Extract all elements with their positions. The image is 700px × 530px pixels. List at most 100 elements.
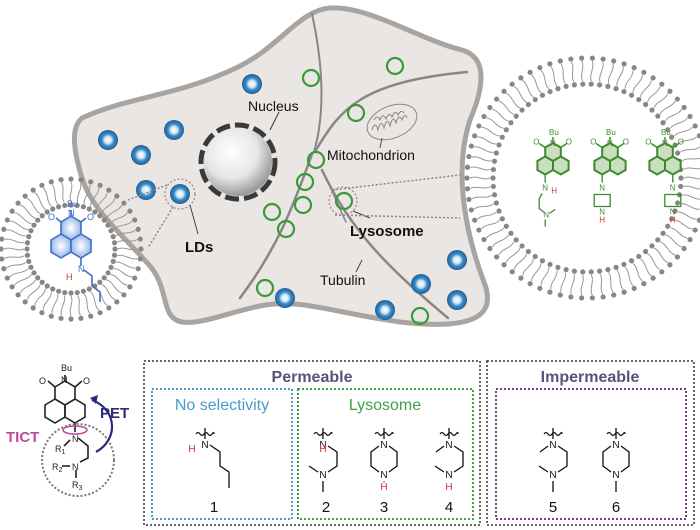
lipid-tail <box>680 146 700 153</box>
compound-number: 3 <box>380 499 388 516</box>
lipid-tail <box>580 274 584 296</box>
lipid-head <box>659 81 665 87</box>
lipid-droplet <box>447 290 467 310</box>
lipid-head <box>464 186 471 192</box>
lipid-head <box>101 217 107 223</box>
lipid-tail <box>669 117 688 129</box>
lipid-head <box>669 134 675 140</box>
aromatic-ring <box>536 155 554 176</box>
lipid-tail <box>670 227 688 239</box>
oxygen-label: O <box>83 376 90 386</box>
lipid-tail <box>477 136 497 145</box>
probe-ld: Bu O O N N H <box>48 199 101 302</box>
bu-label: Bu <box>549 128 559 137</box>
oxygen-label: O <box>87 212 94 222</box>
lipid-tail <box>498 100 515 115</box>
lipid-head <box>508 120 514 126</box>
lipid-head <box>611 58 617 64</box>
lipid-head <box>631 65 637 71</box>
lipid-head <box>92 209 98 215</box>
lipid-head <box>48 179 54 185</box>
lipid-tail <box>106 204 123 219</box>
lysosome <box>301 68 321 88</box>
lipid-tail <box>51 184 59 205</box>
lipid-head <box>579 55 585 61</box>
lipid-head <box>501 88 507 94</box>
lipid-head <box>490 166 496 173</box>
nitrogen-label: N <box>72 462 79 472</box>
lipid-head <box>513 113 519 119</box>
lipid-head <box>22 193 28 199</box>
lipid-tail <box>14 212 32 225</box>
lipid-head <box>108 264 114 270</box>
mitochondrion-label: Mitochondrion <box>327 147 415 163</box>
nitrogen-label: N <box>599 184 605 193</box>
lipid-tail <box>632 263 643 282</box>
lipid-head <box>600 294 606 300</box>
lipid-head <box>468 143 474 149</box>
lipid-head <box>44 283 50 289</box>
lipid-tail <box>505 247 521 263</box>
lipid-head <box>110 258 116 264</box>
lipid-head <box>674 254 680 260</box>
lipid-tail <box>471 156 492 162</box>
lipid-head <box>74 202 80 209</box>
lipid-head <box>641 69 647 75</box>
lipid-head <box>641 281 647 287</box>
lipid-head <box>681 245 687 252</box>
lipid-tail <box>639 80 652 98</box>
lipid-tail <box>101 284 116 301</box>
nitrogen-label: N <box>543 211 549 220</box>
lipid-head <box>655 113 661 119</box>
nitrogen-label: N <box>612 470 619 481</box>
lipid-head <box>44 209 50 215</box>
lipid-tail <box>20 204 36 219</box>
lipid-head <box>527 69 533 75</box>
lipid-head <box>80 288 86 294</box>
lipid-tail <box>69 295 73 317</box>
lipid-droplet <box>98 130 118 150</box>
lipid-head <box>571 268 577 274</box>
lipid-head <box>97 182 103 188</box>
lipid-tail <box>491 234 509 248</box>
nitrogen-label: N <box>670 208 676 217</box>
lipid-head <box>106 305 112 311</box>
lipid-droplet <box>375 300 395 320</box>
lipid-head <box>58 315 64 321</box>
lipid-head <box>15 292 21 298</box>
lipid-head <box>659 269 665 275</box>
nucleus <box>198 122 278 202</box>
lysosomes <box>255 56 430 326</box>
lipid-head <box>649 243 655 249</box>
lipid-head <box>499 216 505 222</box>
lipid-head <box>135 226 141 232</box>
lysosome-box <box>297 388 474 520</box>
lipid-tail <box>498 241 515 256</box>
lipid-head <box>568 294 574 300</box>
lipid-head <box>106 187 112 193</box>
lipid-tail <box>486 117 504 129</box>
lipid-tail <box>665 108 683 122</box>
lipid-droplet <box>170 184 190 204</box>
lysosome-label: Lysosome <box>350 223 424 240</box>
lipid-head <box>30 187 36 193</box>
tubulin-pointer <box>355 259 363 273</box>
lipid-head <box>588 81 594 87</box>
lysosome-group-title: Lysosome <box>349 397 421 414</box>
lipid-tail <box>42 291 52 310</box>
lipid-head <box>665 127 671 133</box>
oxygen-label: O <box>678 138 684 147</box>
lipid-head <box>503 223 509 229</box>
compound-5: NN5 <box>538 428 568 516</box>
lipid-tail <box>683 185 700 190</box>
no-selectivity-box <box>151 388 293 520</box>
lipid-tail <box>624 266 634 286</box>
lipid-head <box>597 82 603 88</box>
lipid-tail <box>76 182 82 203</box>
lipid-head <box>519 107 525 113</box>
r1-label: R1 <box>55 444 66 456</box>
lipid-tail <box>550 66 558 87</box>
